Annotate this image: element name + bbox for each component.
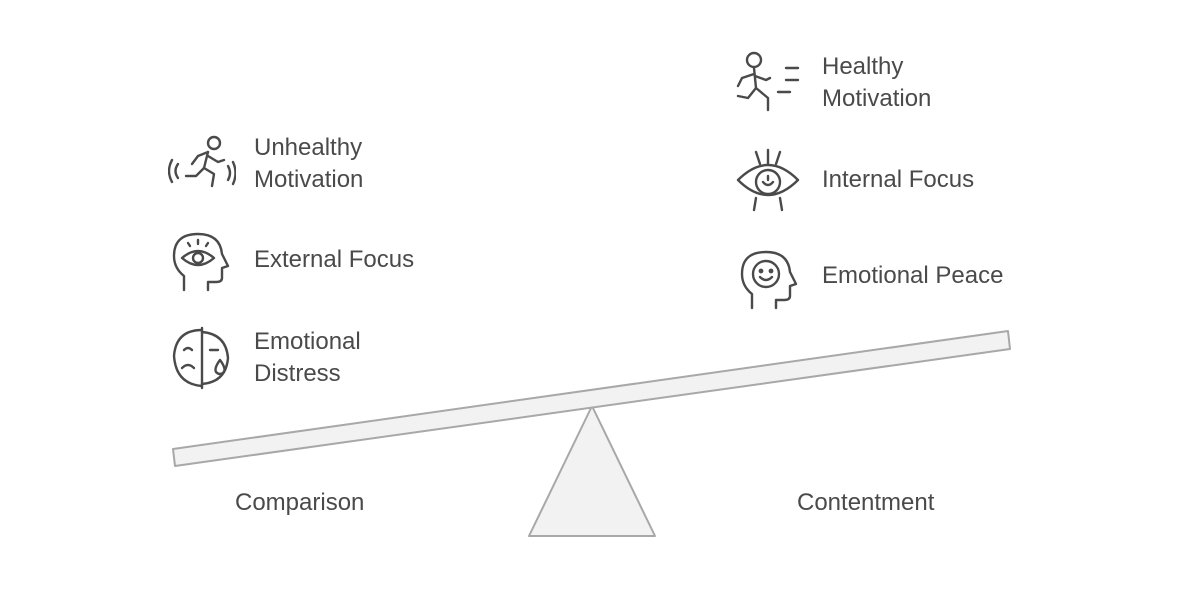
external-focus-label: External Focus bbox=[254, 246, 415, 273]
unhealthy-motivation-label: Unhealthy Motivation bbox=[254, 134, 364, 193]
comparison-label: Comparison bbox=[235, 489, 365, 516]
emotional-distress-label: Emotional Distress bbox=[254, 328, 361, 387]
runner-speed-icon bbox=[734, 48, 802, 116]
internal-focus-label: Internal Focus bbox=[822, 166, 975, 193]
seesaw-plank bbox=[172, 330, 1011, 467]
split-face-tear-icon bbox=[168, 324, 236, 392]
head-smile-icon bbox=[736, 244, 804, 312]
emotional-peace-label: Emotional Peace bbox=[822, 262, 1004, 289]
running-person-icon bbox=[168, 130, 236, 198]
contentment-label: Contentment bbox=[797, 489, 935, 516]
eye-inner-focus-icon bbox=[734, 146, 802, 214]
healthy-motivation-label: Healthy Motivation bbox=[822, 53, 932, 112]
seesaw-fulcrum bbox=[528, 405, 656, 537]
head-eye-icon bbox=[168, 226, 236, 294]
